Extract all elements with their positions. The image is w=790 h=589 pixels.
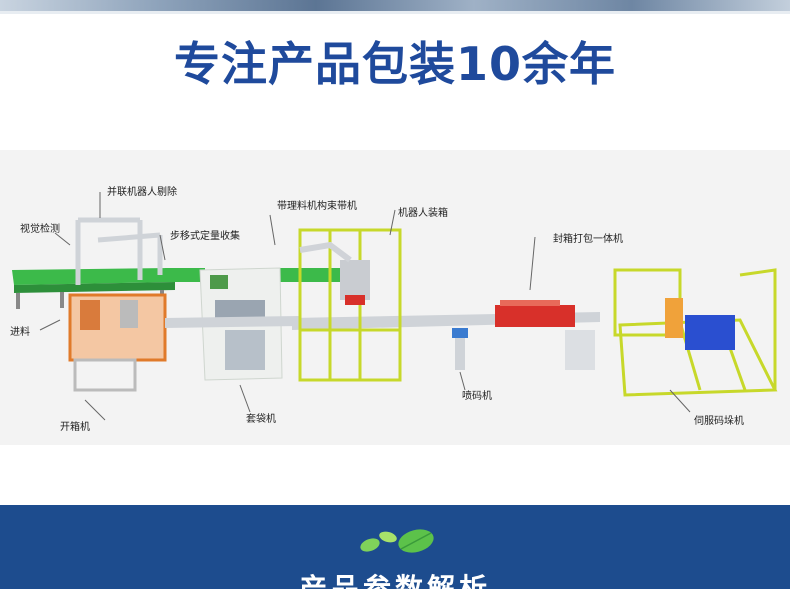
- callout-stepping-quant-collect: 步移式定量收集: [170, 231, 240, 242]
- section-title: 产品参数解析: [298, 572, 491, 589]
- packaging-line-illustration: 并联机器人剔除 视觉检测 步移式定量收集 带理料机构束带机 机器人装箱 封箱打包…: [0, 150, 790, 445]
- callout-seal-pack-unit: 封箱打包一体机: [553, 234, 623, 245]
- callout-strap-machine: 带理料机构束带机: [277, 201, 357, 212]
- callout-bagging-machine: 套袋机: [246, 414, 276, 425]
- callout-leaders: [39, 192, 691, 421]
- callout-parallel-robot-reject: 并联机器人剔除: [107, 187, 177, 198]
- packaging-line-drawing: [12, 192, 778, 421]
- pallet-stack: [665, 298, 735, 350]
- callout-inkjet-coder: 喷码机: [462, 391, 492, 402]
- callout-vision-inspection: 视觉检测: [20, 224, 60, 235]
- top-banner-strip: [0, 0, 790, 14]
- robot-arm: [299, 241, 370, 305]
- callout-case-erector: 开箱机: [60, 422, 90, 433]
- section-header-band: 产品参数解析: [0, 505, 790, 589]
- leaf-icon: [360, 529, 434, 553]
- case-erector: [68, 293, 167, 392]
- infeed-conveyor: [12, 268, 175, 309]
- callout-robot-case-packing: 机器人装箱: [398, 208, 448, 219]
- callout-infeed: 进料: [10, 327, 30, 338]
- callout-servo-palletizer: 伺服码垛机: [694, 416, 744, 427]
- parallel-robot-frame: [75, 217, 163, 285]
- page-headline: 专注产品包装10余年: [173, 37, 616, 91]
- inkjet-coder: [452, 328, 468, 370]
- seal-pack-unit: [495, 300, 595, 370]
